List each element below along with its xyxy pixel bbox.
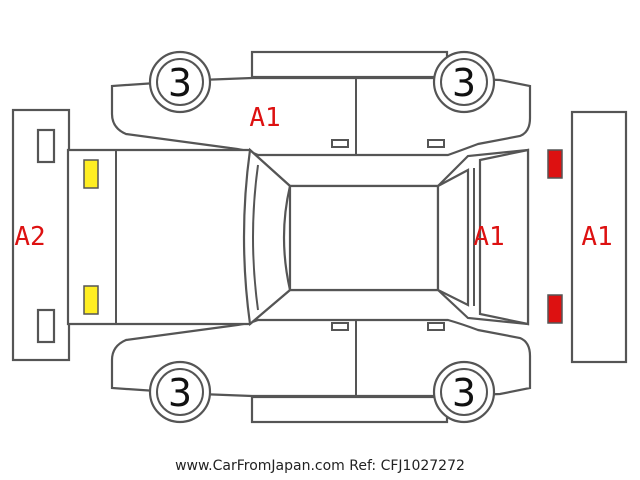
wheel-front-left-grade: 3 bbox=[168, 61, 192, 105]
wheel-front-left: 3 bbox=[148, 50, 212, 114]
mark-front-bumper: A2 bbox=[14, 222, 45, 252]
wheel-rear-left: 3 bbox=[432, 50, 496, 114]
yellow-light-top bbox=[83, 159, 99, 189]
wheel-front-right: 3 bbox=[148, 360, 212, 424]
windshield bbox=[242, 147, 292, 327]
rear-bumper bbox=[570, 110, 628, 364]
lower-side-panel bbox=[110, 318, 532, 398]
wheel-rear-right: 3 bbox=[432, 360, 496, 424]
upper-side-panel bbox=[110, 76, 532, 157]
footer-credit: www.CarFromJapan.com Ref: CFJ1027272 bbox=[0, 458, 640, 474]
wheel-front-right-grade: 3 bbox=[168, 371, 192, 415]
top-door-strip bbox=[250, 50, 449, 79]
wheel-rear-left-grade: 3 bbox=[452, 61, 476, 105]
footer-site: www.CarFromJapan.com bbox=[175, 458, 345, 474]
yellow-light-bottom bbox=[83, 285, 99, 315]
footer-ref: Ref: CFJ1027272 bbox=[349, 458, 465, 474]
wheel-rear-right-grade: 3 bbox=[452, 371, 476, 415]
red-light-bottom bbox=[547, 294, 563, 324]
tail-end bbox=[478, 148, 530, 326]
mark-rear-glass: A1 bbox=[473, 222, 504, 252]
mark-hood: A1 bbox=[249, 103, 280, 133]
red-light-top bbox=[547, 149, 563, 179]
rear-glass bbox=[436, 168, 470, 307]
mark-rear-bumper: A1 bbox=[581, 222, 612, 252]
roof bbox=[288, 184, 440, 292]
bottom-door-strip bbox=[250, 395, 449, 424]
front-bumper bbox=[11, 108, 71, 362]
